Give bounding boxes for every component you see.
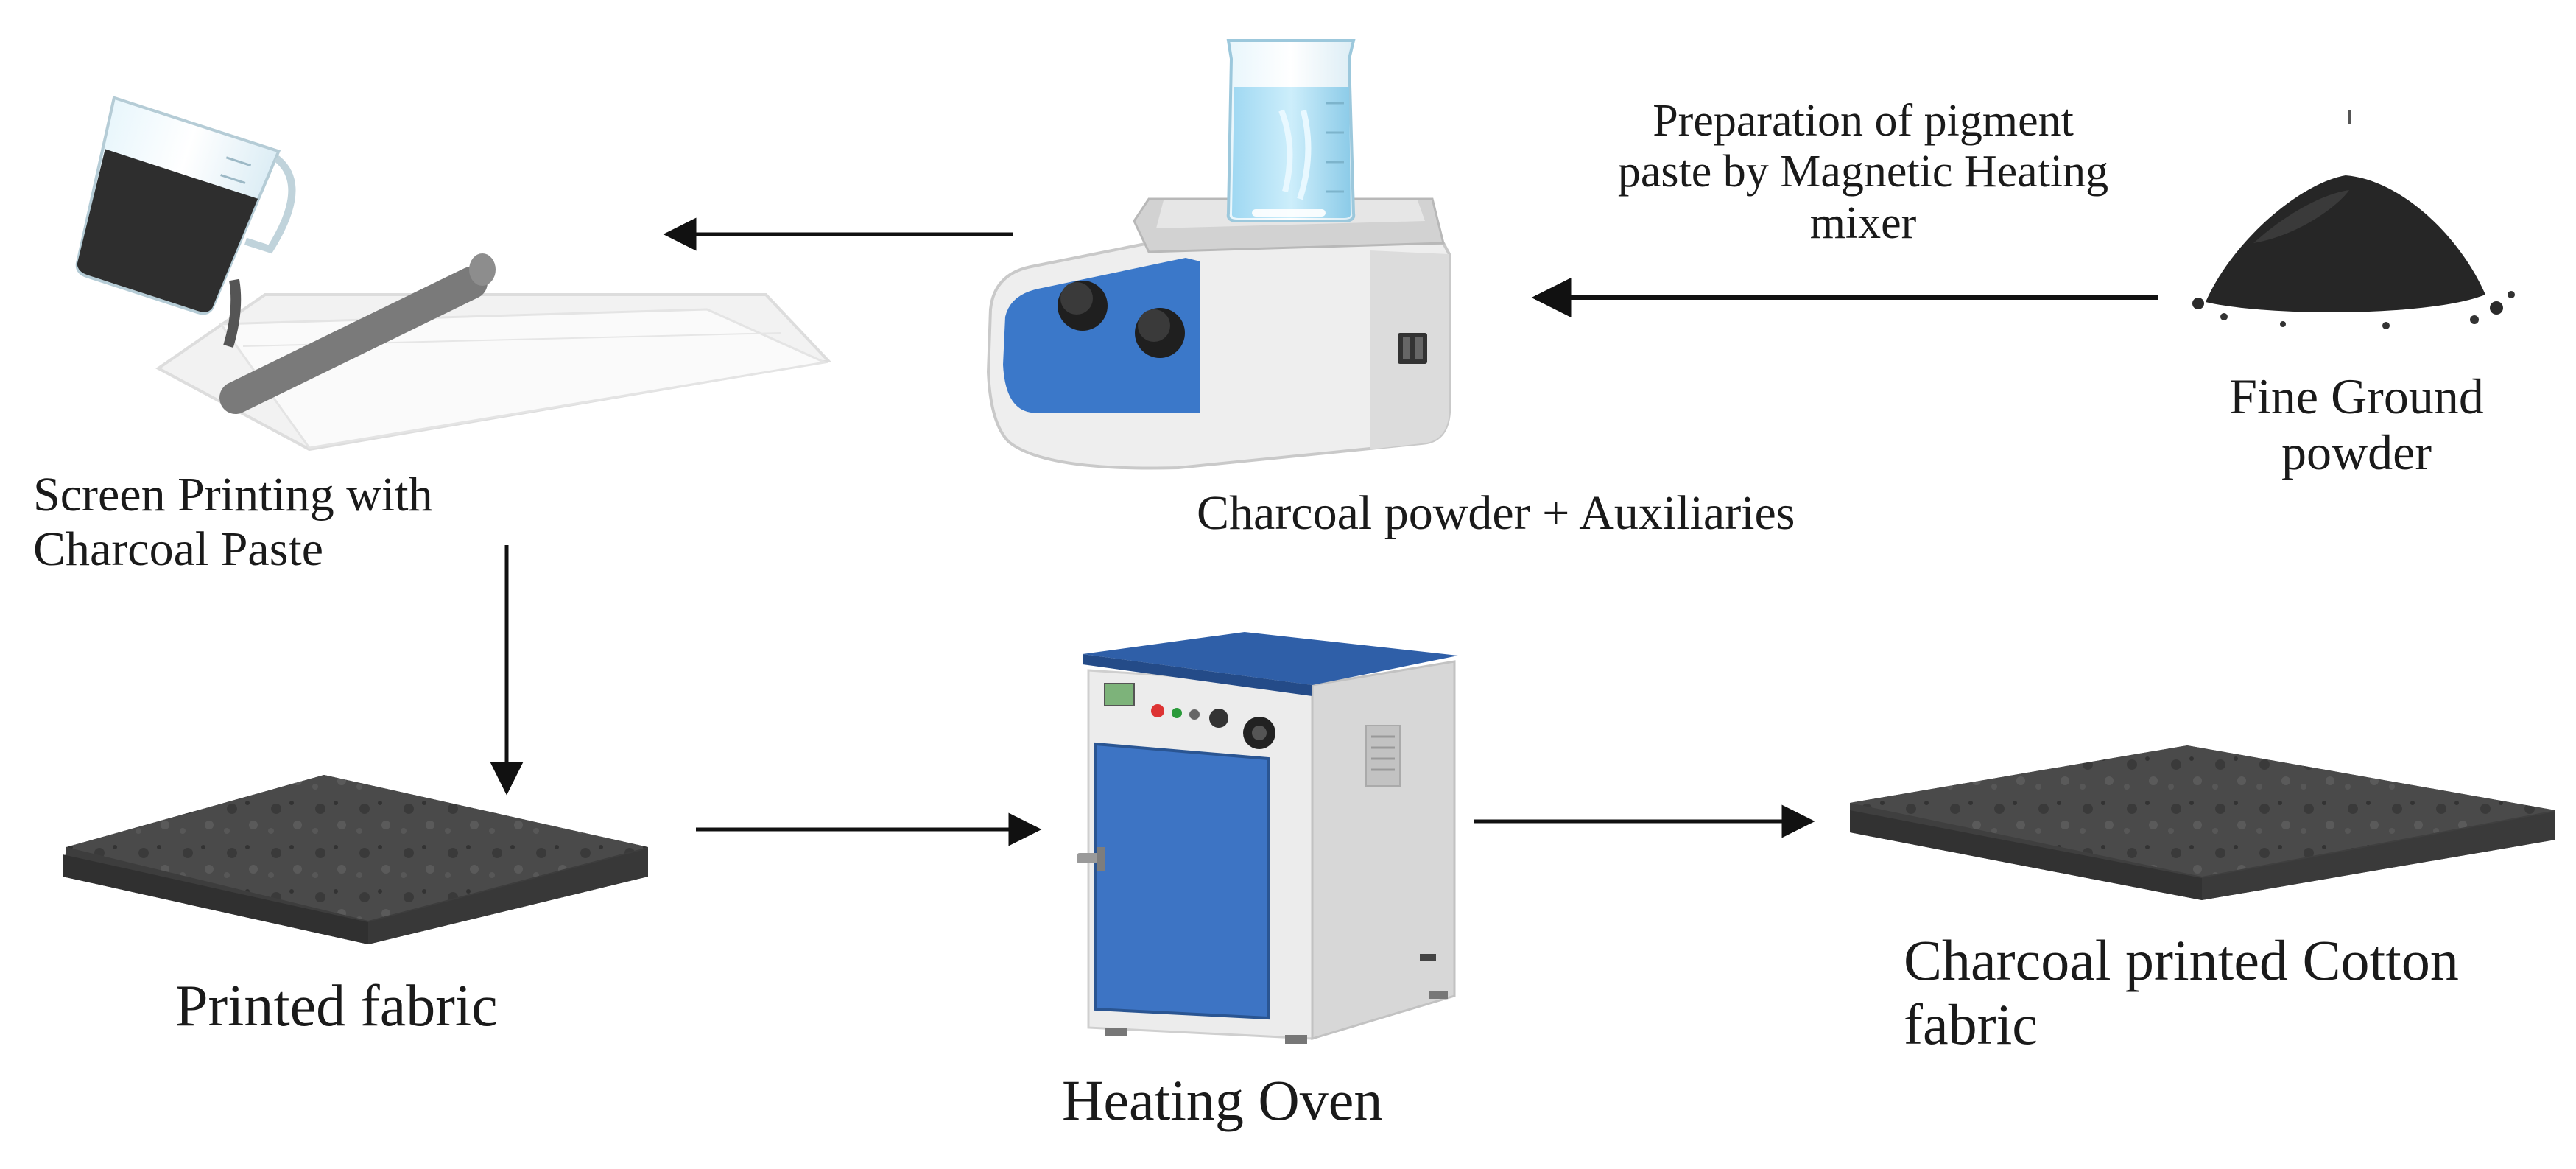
label-line: mixer [1809, 197, 1917, 248]
heating-oven-icon [1077, 632, 1458, 1044]
label-preparation: Preparation of pigment paste by Magnetic… [1583, 96, 2143, 249]
label-line: Screen Printing with [33, 468, 433, 522]
magnetic-stirrer-icon [986, 39, 1451, 470]
printed-fabric-icon [63, 775, 648, 944]
label-line: Preparation of pigment [1653, 96, 2074, 146]
label-line: Charcoal Paste [33, 522, 324, 576]
label-fine-ground-powder: Fine Ground powder [2213, 368, 2500, 480]
label-stirrer-caption: Charcoal powder + Auxiliaries [1197, 486, 1795, 540]
label-screen-printing: Screen Printing with Charcoal Paste [33, 468, 433, 577]
charcoal-cotton-fabric-icon [1850, 745, 2555, 900]
label-final-fabric: Charcoal printed Cotton fabric [1904, 928, 2459, 1057]
label-line: Fine Ground [2229, 368, 2484, 424]
screen-printing-icon [75, 96, 832, 452]
label-printed-fabric: Printed fabric [175, 974, 498, 1039]
label-heating-oven: Heating Oven [1062, 1068, 1383, 1132]
label-line: fabric [1904, 992, 2038, 1057]
label-line: Charcoal printed Cotton [1904, 928, 2459, 992]
label-line: powder [2281, 424, 2432, 481]
label-line: paste by Magnetic Heating [1617, 147, 2109, 197]
charcoal-powder-pile-icon [2192, 110, 2515, 329]
